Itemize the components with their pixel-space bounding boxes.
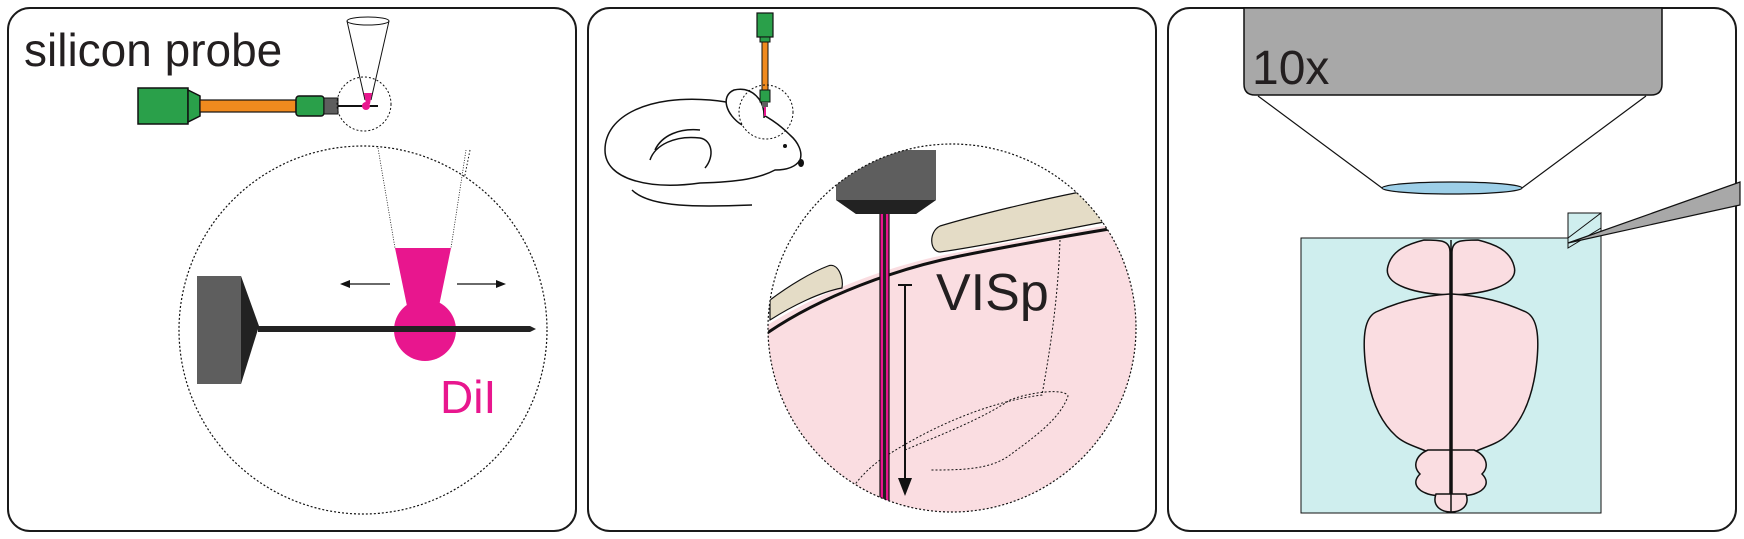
panel-title: silicon probe (24, 24, 282, 76)
movement-arrows (340, 280, 506, 288)
objective-lens (1381, 181, 1523, 195)
mouse-leg (649, 136, 712, 169)
slide-cover-tab (1567, 211, 1602, 249)
dye-pipette-small (346, 16, 390, 104)
probe-above-mouse (756, 12, 774, 116)
cortex-tissue (768, 220, 1136, 512)
probe-headstage (295, 95, 325, 117)
magnified-view-circle (767, 143, 1137, 513)
probe-cable (199, 99, 297, 113)
probe-connector-taper (187, 88, 201, 124)
magnification-label: 10x (1252, 42, 1329, 95)
cerebellum-left (1415, 449, 1451, 497)
probe-base-large (197, 276, 241, 384)
olfactory-bulb-right (1451, 239, 1516, 296)
microscope-objective (1243, 7, 1663, 96)
mouse-leg-line (654, 128, 701, 151)
light-cone-left (1257, 95, 1383, 189)
depth-arrow (898, 284, 912, 496)
forceps-tip (1567, 181, 1741, 244)
probe-assembly-small (137, 87, 378, 125)
zoom-indicator-circle-small (738, 84, 794, 140)
probe-base-small (323, 97, 339, 115)
olfactory-bulb-left (1386, 239, 1451, 296)
dye-droplet-large (258, 248, 530, 361)
cerebellum-right (1451, 449, 1487, 497)
brain-cross-section (768, 144, 1136, 512)
region-label: VISp (936, 264, 1049, 322)
panel-visp-insertion: VISp (587, 7, 1157, 532)
light-cone-right (1521, 95, 1647, 189)
zoom-indicator-circle-small (336, 76, 392, 132)
mouse-nose (798, 159, 804, 167)
dye-label: DiI (440, 371, 496, 423)
cerebral-hemisphere-right (1451, 293, 1539, 453)
mouse-tail (631, 189, 753, 207)
mouse-ear (725, 88, 765, 126)
cerebral-hemisphere-left (1363, 293, 1451, 453)
hippocampus-outline (904, 391, 1069, 471)
skull-fragment-left (769, 264, 843, 322)
panel-10x-imaging: 10x (1167, 7, 1741, 532)
mouse-outline (604, 88, 802, 207)
probe-connector (137, 87, 189, 125)
panel-silicon-probe: silicon probe (7, 7, 577, 532)
mouse-eye (783, 144, 787, 148)
pipette-edge-left (377, 147, 396, 249)
pipette-edge-right (450, 149, 467, 249)
cortex-surface (768, 222, 1136, 340)
